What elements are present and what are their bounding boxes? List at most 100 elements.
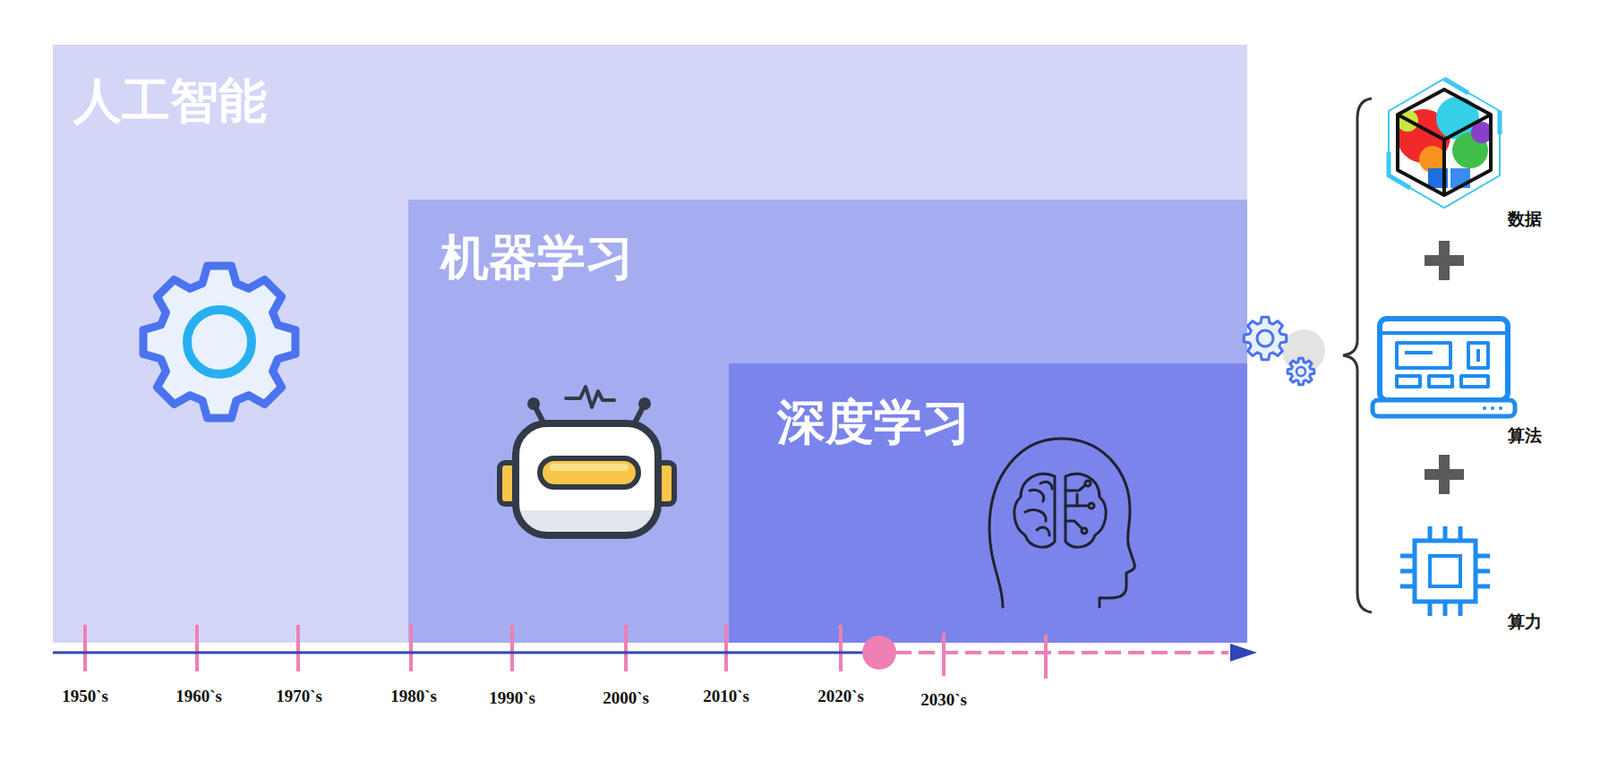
- gear-icon: [143, 265, 296, 419]
- timeline-axis: [52, 651, 882, 655]
- algorithm-screen-icon: [1498, 406, 1503, 411]
- brain-head-icon: [1065, 473, 1106, 548]
- algorithm-screen-icon: [1468, 342, 1489, 368]
- algorithm-screen-icon: [1428, 376, 1453, 387]
- data-cube-icon: [1471, 121, 1493, 144]
- timeline-tick: [510, 624, 514, 672]
- small-gears-icon: [1287, 358, 1315, 386]
- robot-icon: [565, 386, 615, 408]
- timeline-tick: [941, 633, 946, 676]
- plus-sign: [1438, 454, 1450, 495]
- chip-icon: [1400, 526, 1490, 617]
- timeline-arrowhead: [1230, 643, 1258, 662]
- small-gears-icon: [1296, 367, 1306, 377]
- data-cube-icon: [1396, 110, 1419, 132]
- ai-region: 人工智能机器学习深度学习: [52, 44, 1248, 643]
- timeline-year: 2010`s: [702, 686, 750, 708]
- algorithm-screen-icon: [1476, 349, 1481, 362]
- timeline-year: 2020`s: [817, 686, 865, 708]
- plus-sign: [1424, 255, 1464, 266]
- data-cube-icon: [1450, 168, 1471, 189]
- region-title: 深度学习: [777, 393, 971, 452]
- algorithm-screen-icon: [1490, 406, 1495, 411]
- small-gears-icon: [1282, 329, 1326, 373]
- timeline-tick: [195, 624, 199, 672]
- brain-head-icon: [989, 438, 1135, 608]
- timeline-now-marker: [862, 635, 897, 670]
- data-cube-icon: [1428, 168, 1448, 189]
- timeline-tick: [1043, 634, 1048, 679]
- element-label: 算法: [1507, 426, 1542, 447]
- algorithm-screen-icon: [1379, 331, 1508, 335]
- algorithm-screen-icon: [1372, 318, 1515, 417]
- data-cube-icon: [1388, 78, 1500, 208]
- brain-head-icon: [1025, 481, 1053, 536]
- timeline-year: 1980`s: [390, 686, 437, 708]
- timeline-year: 1990`s: [488, 688, 536, 710]
- curly-brace: [1343, 98, 1372, 613]
- brain-head-icon: [1085, 480, 1091, 487]
- algorithm-screen-icon: [1396, 342, 1451, 368]
- timeline-tick: [296, 624, 300, 672]
- timeline: [52, 624, 1258, 679]
- data-cube-icon: [1388, 78, 1500, 208]
- timeline-future: [895, 650, 1229, 655]
- brain-head-icon: [1065, 485, 1088, 529]
- robot-icon: [527, 397, 540, 411]
- algorithm-screen-icon: [1396, 376, 1421, 387]
- chip-icon: [1414, 540, 1476, 602]
- data-cube-icon: [1419, 145, 1446, 173]
- plus-sign: [1424, 240, 1464, 495]
- algorithm-screen-icon: [1379, 318, 1508, 401]
- data-cube-icon: [1397, 89, 1491, 196]
- chip-icon: [1429, 556, 1461, 587]
- data-cube-icon: [1396, 109, 1451, 163]
- brain-head-icon: [1081, 528, 1087, 534]
- timeline-tick: [85, 624, 1046, 679]
- brain-head-icon: [989, 438, 1135, 608]
- element-label: 算力: [1507, 612, 1542, 634]
- timeline-tick: [624, 624, 628, 672]
- plus-sign: [1424, 469, 1464, 480]
- timeline-year: 1950`s: [61, 686, 109, 708]
- data-cube-icon: [1452, 132, 1489, 169]
- robot-icon: [535, 407, 547, 428]
- chip-icon: [1400, 526, 1490, 617]
- dl-region: 深度学习: [728, 363, 1248, 643]
- timeline-tick: [724, 624, 728, 672]
- robot-icon: [499, 462, 518, 505]
- timeline-tick: [83, 624, 87, 672]
- element-label: 数据: [1507, 209, 1542, 231]
- robot-icon: [499, 386, 675, 536]
- robot-icon: [515, 423, 659, 536]
- gear-icon: [143, 265, 296, 419]
- brain-head-icon: [1014, 473, 1055, 548]
- ml-region: 机器学习深度学习: [408, 199, 1248, 643]
- small-gears-icon: [1243, 316, 1286, 360]
- small-gears-icon: [1243, 316, 1326, 386]
- region-title: 机器学习: [440, 228, 634, 287]
- data-cube-icon: [1436, 96, 1480, 140]
- timeline-year: 1960`s: [175, 686, 223, 708]
- robot-icon: [638, 397, 651, 411]
- timeline-year: 2030`s: [920, 690, 967, 711]
- timeline-tick: [409, 624, 413, 672]
- algorithm-screen-icon: [1461, 376, 1489, 387]
- robot-icon: [539, 458, 639, 488]
- timeline-tick: [838, 624, 843, 672]
- timeline-year: 1970`s: [275, 686, 323, 708]
- robot-icon: [515, 423, 659, 536]
- algorithm-screen-icon: [1372, 400, 1515, 417]
- robot-icon: [632, 407, 643, 428]
- algorithm-screen-icon: [1404, 350, 1433, 355]
- plus-sign: [1438, 240, 1450, 281]
- timeline-year: 2000`s: [602, 688, 650, 710]
- small-gears-icon: [1257, 330, 1274, 347]
- data-cube-icon: [1388, 78, 1500, 189]
- region-title: 人工智能: [73, 71, 267, 130]
- robot-icon: [549, 463, 629, 471]
- robot-icon: [656, 462, 675, 505]
- robot-icon: [521, 510, 653, 532]
